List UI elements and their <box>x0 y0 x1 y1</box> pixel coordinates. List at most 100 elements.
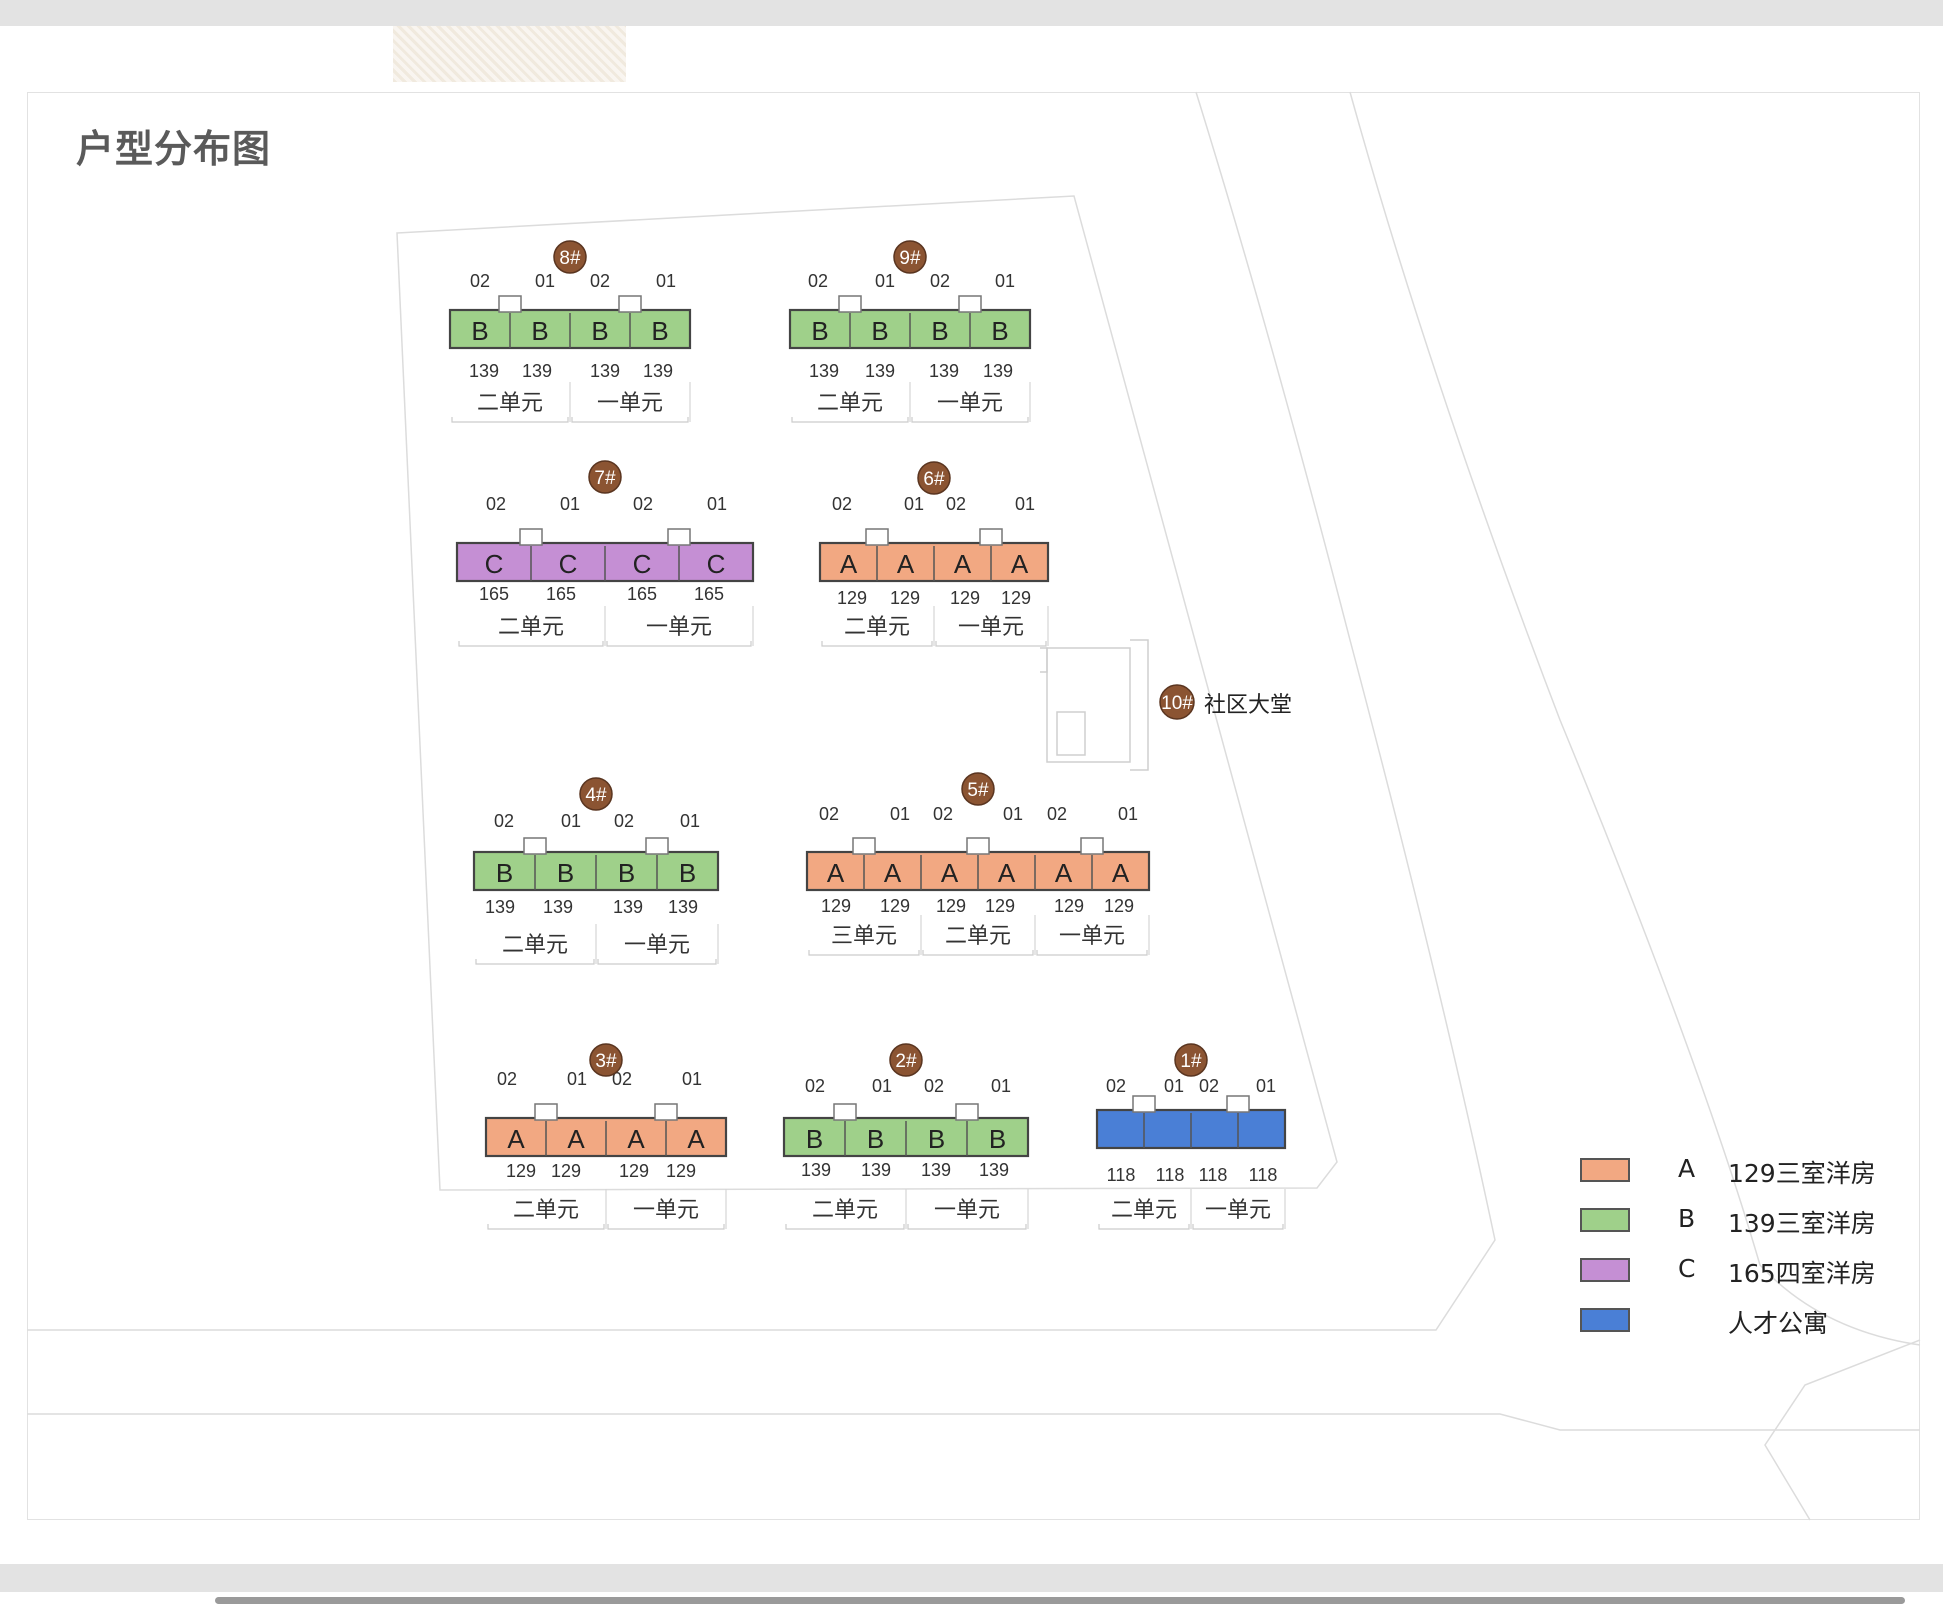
building-marker <box>589 1043 623 1077</box>
building-marker <box>1159 684 1195 720</box>
building-marker <box>553 240 587 274</box>
unit-name: 一单元 <box>633 1198 699 1223</box>
unit-name: 二单元 <box>513 1198 579 1223</box>
horizontal-scrollbar[interactable] <box>215 1597 1905 1604</box>
unit-number: 01 <box>1015 494 1035 514</box>
legend-label: 165四室洋房 <box>1728 1259 1876 1288</box>
legend-item-a: A 129三室洋房 <box>1580 1150 1910 1190</box>
legend-label: 人才公寓 <box>1728 1309 1829 1338</box>
unit-area: 118 <box>1156 1165 1185 1185</box>
unit-number: 01 <box>682 1069 702 1089</box>
unit-number: 01 <box>890 804 910 824</box>
unit-bracket <box>1192 1224 1284 1230</box>
stair-core <box>955 1103 979 1121</box>
unit-area: 129 <box>506 1161 536 1181</box>
decorative-pattern <box>393 26 626 82</box>
unit-bracket <box>606 641 752 647</box>
unit-name: 三单元 <box>831 924 897 949</box>
stair-core <box>865 528 889 546</box>
unit-number: 01 <box>995 271 1015 291</box>
unit-number: 01 <box>991 1076 1011 1096</box>
unit-area: 139 <box>801 1160 831 1180</box>
unit-number: 02 <box>946 494 966 514</box>
unit-bracket <box>458 641 604 647</box>
unit-name: 二单元 <box>1111 1198 1177 1223</box>
unit-name: 一单元 <box>646 615 712 640</box>
unit-area: 129 <box>950 588 980 608</box>
unit-type-label: B <box>557 858 574 888</box>
stair-core <box>833 1103 857 1121</box>
unit-number: 01 <box>656 271 676 291</box>
stair-core <box>979 528 1003 546</box>
unit-area: 129 <box>837 588 867 608</box>
building-marker <box>1174 1043 1208 1077</box>
stair-core <box>852 837 876 855</box>
unit-number: 02 <box>494 811 514 831</box>
unit-type-label: C <box>707 549 726 579</box>
unit-area: 139 <box>921 1160 951 1180</box>
legend-code: C <box>1678 1254 1696 1283</box>
unit-number: 02 <box>808 271 828 291</box>
unit-bracket <box>808 950 920 956</box>
building-marker <box>588 460 622 494</box>
unit-name: 一单元 <box>958 615 1024 640</box>
unit-number: 02 <box>933 804 953 824</box>
stair-core <box>667 528 691 546</box>
unit-area: 118 <box>1249 1165 1278 1185</box>
building-id: 4# <box>585 785 607 806</box>
unit-number: 01 <box>1003 804 1023 824</box>
unit-name: 一单元 <box>937 391 1003 416</box>
unit-area: 139 <box>522 361 552 381</box>
unit-area: 139 <box>865 361 895 381</box>
legend-code: B <box>1678 1204 1696 1233</box>
unit-type-label: A <box>1112 858 1130 888</box>
stair-core <box>838 295 862 313</box>
unit-name: 一单元 <box>1059 924 1125 949</box>
building-id: 2# <box>895 1051 917 1072</box>
unit-bracket <box>911 417 1029 423</box>
unit-number: 02 <box>819 804 839 824</box>
unit-type-label: B <box>991 316 1008 346</box>
unit-bracket <box>1098 1224 1190 1230</box>
community-hall-outline <box>1040 639 1149 771</box>
stair-core <box>498 295 522 313</box>
stair-core <box>966 837 990 855</box>
stair-core <box>1080 837 1104 855</box>
bottom-toolbar-strip <box>0 1564 1943 1592</box>
unit-area: 139 <box>809 361 839 381</box>
unit-type-label: A <box>941 858 959 888</box>
unit-bracket <box>907 1224 1027 1230</box>
site-outlines <box>27 91 1921 1521</box>
unit-number: 02 <box>614 811 634 831</box>
building-marker <box>893 240 927 274</box>
unit-bracket <box>451 417 569 423</box>
unit-type-label: C <box>559 549 578 579</box>
unit-type-label: B <box>496 858 513 888</box>
legend-swatch-talent <box>1580 1308 1630 1332</box>
unit-area: 139 <box>643 361 673 381</box>
unit-area: 139 <box>590 361 620 381</box>
unit-type-label: B <box>871 316 888 346</box>
unit-area: 129 <box>821 896 851 916</box>
unit-type-label: A <box>507 1124 525 1154</box>
unit-type-label: C <box>485 549 504 579</box>
unit-name: 一单元 <box>597 391 663 416</box>
building-id: 9# <box>899 248 921 269</box>
building-id: 7# <box>594 468 616 489</box>
unit-number: 01 <box>707 494 727 514</box>
unit-area: 129 <box>985 896 1015 916</box>
unit-number: 01 <box>567 1069 587 1089</box>
unit-name: 二单元 <box>502 933 568 958</box>
unit-number: 02 <box>1199 1076 1219 1096</box>
building-marker <box>889 1043 923 1077</box>
stair-core <box>534 1103 558 1121</box>
unit-area: 129 <box>890 588 920 608</box>
unit-type-label: C <box>633 549 652 579</box>
stair-core <box>958 295 982 313</box>
stair-core <box>1132 1095 1156 1113</box>
unit-area: 129 <box>619 1161 649 1181</box>
